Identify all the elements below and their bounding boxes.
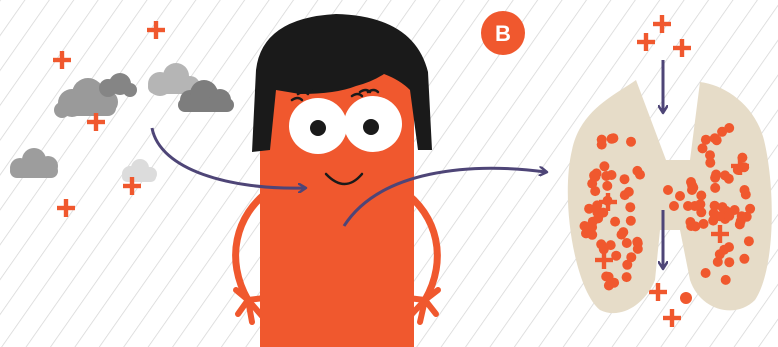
hormone-dot <box>604 272 614 282</box>
hormone-dot <box>599 161 609 171</box>
hormone-dot <box>589 170 599 180</box>
hormone-dot <box>705 158 715 168</box>
hormone-dot <box>597 135 607 145</box>
hormone-dot <box>701 135 711 145</box>
left-eye <box>289 98 347 154</box>
hormone-dot <box>604 281 614 291</box>
hormone-dot <box>675 191 685 201</box>
hormone-dot <box>680 292 692 304</box>
hormone-dot <box>699 219 709 229</box>
badge: B <box>481 11 525 55</box>
hormone-dot <box>696 191 706 201</box>
hormone-dot <box>580 221 590 231</box>
hormone-dot <box>695 199 705 209</box>
right-eye <box>344 96 402 152</box>
hormone-dot <box>626 137 636 147</box>
hormone-dot <box>701 268 711 278</box>
hormone-dot <box>607 134 617 144</box>
badge-label: B <box>495 21 511 46</box>
hormone-dot <box>710 183 720 193</box>
hormone-dot <box>698 143 708 153</box>
hormone-dot <box>724 242 734 252</box>
hormone-dot <box>724 211 734 221</box>
hormone-dot <box>740 185 750 195</box>
hormone-dot <box>720 170 730 180</box>
hormone-dot <box>622 272 632 282</box>
hormone-dot <box>620 174 630 184</box>
hormone-dot <box>711 170 721 180</box>
hormone-dot <box>610 217 620 227</box>
hormone-dot <box>626 252 636 262</box>
hormone-dot <box>685 217 695 227</box>
hormone-dot <box>717 127 727 137</box>
hormone-dot <box>739 254 749 264</box>
hormone-dot <box>663 185 673 195</box>
hormone-dot <box>590 186 600 196</box>
hormone-dot <box>632 166 642 176</box>
hormone-dot <box>602 181 612 191</box>
hormone-dot <box>724 257 734 267</box>
hormone-dot <box>737 211 747 221</box>
hormone-dot <box>712 135 722 145</box>
hormone-dot <box>633 244 643 254</box>
hormone-dot <box>625 202 635 212</box>
hormone-dot <box>669 201 679 211</box>
hormone-dot <box>715 249 725 259</box>
hormone-dot <box>744 236 754 246</box>
hormone-dot <box>617 230 627 240</box>
hormone-dot <box>718 202 728 212</box>
hormone-dot <box>622 238 632 248</box>
hormone-dot <box>683 201 693 211</box>
hormone-dot <box>607 170 617 180</box>
hormone-dot <box>721 275 731 285</box>
hormone-dot <box>687 185 697 195</box>
hormone-dot <box>715 211 725 221</box>
hormone-dot <box>624 187 634 197</box>
hormone-dot <box>626 216 636 226</box>
